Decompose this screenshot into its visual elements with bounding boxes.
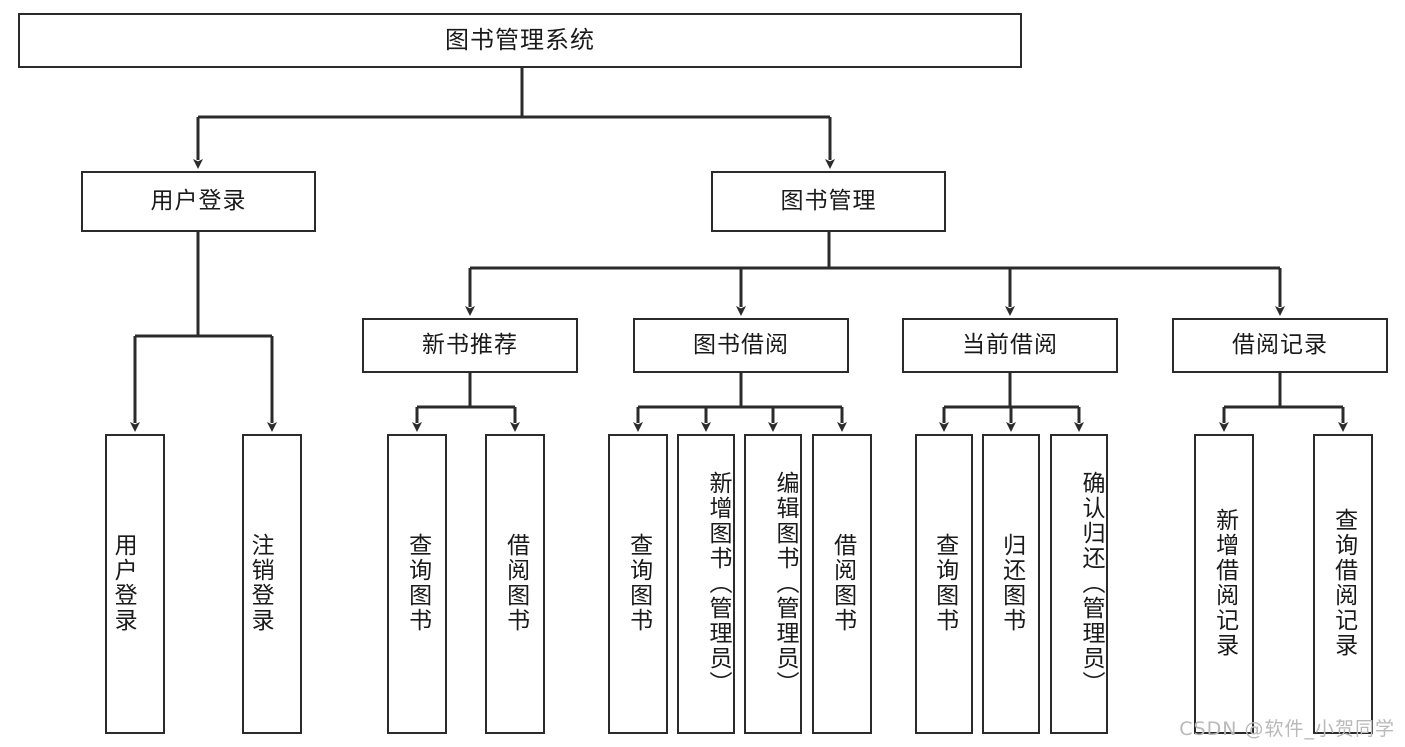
node-leaf-user-login-label: 用户登录 <box>110 533 137 633</box>
node-leaf-confirm-return-label: 确认归还（管理员） <box>1078 470 1104 696</box>
node-book-borrow-label: 图书借阅 <box>693 331 789 358</box>
node-leaf-query-record[interactable]: 查询借阅记录 <box>1313 434 1373 734</box>
node-leaf-logout[interactable]: 注销登录 <box>242 434 302 734</box>
node-borrow-record[interactable]: 借阅记录 <box>1172 318 1388 373</box>
node-user-login[interactable]: 用户登录 <box>81 171 316 232</box>
node-current-borrow-label: 当前借阅 <box>962 331 1058 358</box>
node-leaf-add-record[interactable]: 新增借阅记录 <box>1194 434 1254 734</box>
node-leaf-query-book-2[interactable]: 查询图书 <box>608 434 668 734</box>
node-leaf-user-login[interactable]: 用户登录 <box>105 434 165 734</box>
node-leaf-add-book-label: 新增图书（管理员） <box>705 470 731 696</box>
node-book-borrow[interactable]: 图书借阅 <box>633 318 849 373</box>
node-leaf-add-book[interactable]: 新增图书（管理员） <box>677 434 735 734</box>
node-leaf-borrow-book-2[interactable]: 借阅图书 <box>812 434 872 734</box>
node-leaf-return-book-label: 归还图书 <box>998 533 1025 633</box>
node-leaf-logout-label: 注销登录 <box>247 533 274 633</box>
node-current-borrow[interactable]: 当前借阅 <box>902 318 1118 373</box>
node-leaf-borrow-book-1[interactable]: 借阅图书 <box>485 434 545 734</box>
node-root-label: 图书管理系统 <box>445 26 595 55</box>
csdn-watermark: CSDN @软件_小贺同学 <box>1179 718 1395 740</box>
node-book-manage[interactable]: 图书管理 <box>711 171 946 232</box>
node-leaf-borrow-book-2-label: 借阅图书 <box>829 533 856 633</box>
node-user-login-label: 用户登录 <box>150 187 247 214</box>
node-borrow-record-label: 借阅记录 <box>1232 331 1328 358</box>
node-leaf-query-book-3-label: 查询图书 <box>931 533 958 633</box>
node-book-manage-label: 图书管理 <box>780 187 877 214</box>
node-leaf-query-record-label: 查询借阅记录 <box>1330 508 1357 658</box>
node-leaf-confirm-return[interactable]: 确认归还（管理员） <box>1050 434 1108 734</box>
node-new-book-rec-label: 新书推荐 <box>422 331 518 358</box>
node-new-book-rec[interactable]: 新书推荐 <box>362 318 578 373</box>
node-leaf-return-book[interactable]: 归还图书 <box>982 434 1040 734</box>
node-leaf-query-book-1[interactable]: 查询图书 <box>387 434 447 734</box>
node-leaf-query-book-2-label: 查询图书 <box>625 533 652 633</box>
node-root[interactable]: 图书管理系统 <box>18 13 1022 68</box>
node-leaf-edit-book-label: 编辑图书（管理员） <box>772 470 798 696</box>
node-leaf-edit-book[interactable]: 编辑图书（管理员） <box>744 434 802 734</box>
node-leaf-add-record-label: 新增借阅记录 <box>1211 508 1238 658</box>
node-leaf-borrow-book-1-label: 借阅图书 <box>502 533 529 633</box>
node-leaf-query-book-1-label: 查询图书 <box>404 533 431 633</box>
node-leaf-query-book-3[interactable]: 查询图书 <box>915 434 973 734</box>
